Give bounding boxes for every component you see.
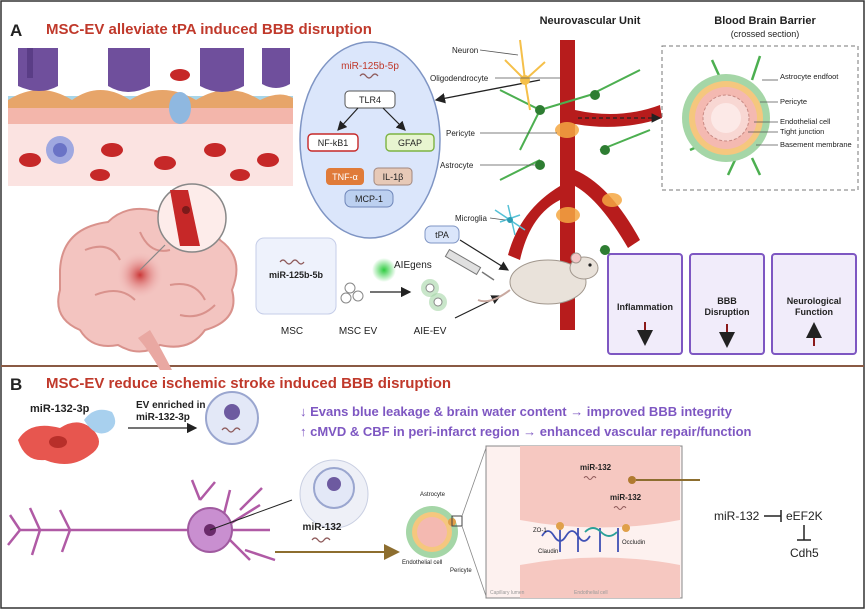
outcome-inflammation-label: Inflammation: [617, 302, 673, 312]
zoom-line-bottom: [461, 525, 487, 597]
neuron-ev-icon: [299, 459, 369, 529]
pathway-mirna: miR-125b-5p: [341, 61, 399, 72]
outcome-bbb-disruption: BBB Disruption: [689, 253, 765, 355]
msc-mirna: miR-125b-5b: [269, 270, 324, 280]
msc-ev-particles: [340, 282, 364, 304]
outcome-bbb-line1: BBB: [717, 296, 737, 306]
cross-label-astrocyte: Astrocyte: [420, 492, 446, 498]
bbb-cross-section: [682, 55, 770, 176]
bbb-label-endothelial: Endothelial cell: [780, 117, 831, 126]
neuron-mirna: miR-132: [303, 522, 342, 533]
bbb-tissue-illustration: [8, 48, 293, 186]
aiegens-label: AIEgens: [394, 260, 432, 271]
junction-cells: [520, 446, 680, 598]
nvu-label-astrocyte: Astrocyte: [440, 161, 474, 170]
finding-2: ↑ cMVD & CBF in peri-infarct region → en…: [300, 424, 752, 439]
junction-mir-b: miR-132: [610, 493, 642, 502]
panel-b-title: MSC-EV reduce ischemic stroke induced BB…: [46, 375, 451, 392]
bbb-label-basement-membrane: Basement membrane: [780, 140, 852, 149]
junction-rna-b: [613, 506, 627, 510]
cross-label-pericyte: Pericyte: [450, 568, 472, 574]
nvu-title: Neurovascular Unit: [540, 15, 641, 27]
bbb-label-astrocyte: Astrocyte endfoot: [780, 72, 839, 81]
junction-zo1: ZO-1: [533, 528, 547, 534]
panel-a-title: MSC-EV alleviate tPA induced BBB disrupt…: [46, 21, 372, 38]
aie-ev-label: AIE-EV: [414, 326, 447, 337]
outcome-neuro-line1: Neurological: [787, 296, 842, 306]
cross-label-endothelial: Endothelial cell: [402, 560, 442, 566]
capillary-cross-section: [406, 506, 463, 558]
neuron-rna-wave: [311, 537, 331, 543]
msc-label: MSC: [281, 326, 303, 337]
pathway-ellipse: miR-125b-5p TLR4 NF-kB1 GFAP TNF-α IL-1β…: [299, 41, 441, 239]
mouse-icon: [477, 252, 599, 305]
pathway-node-gfap: GFAP: [398, 138, 422, 148]
panel-b-mirna: miR-132-3p: [30, 403, 90, 415]
junction-lumen: Capillary lumen: [490, 590, 525, 596]
signal-target-1: eEF2K: [786, 509, 823, 523]
bbb-dashed-box: [661, 45, 859, 191]
bbb-label-tight-junction: Tight junction: [780, 127, 824, 136]
junction-mir-a: miR-132: [580, 463, 612, 472]
bbb-subtitle: (crossed section): [731, 29, 800, 39]
nvu-label-microglia: Microglia: [455, 214, 488, 223]
panel-a-letter: A: [10, 21, 22, 40]
nvu-illustration: [494, 39, 662, 330]
tpa-arrow: [459, 239, 510, 271]
pathway-receptor: TLR4: [359, 95, 381, 105]
ev-enriched-line1: EV enriched in: [136, 400, 205, 411]
nvu-label-pericyte: Pericyte: [446, 129, 475, 138]
bbb-label-lines: [748, 79, 778, 146]
nvu-label-lines: [479, 49, 560, 221]
msc-box: [255, 237, 337, 315]
pathway-node-tnfa: TNF-α: [332, 172, 358, 182]
aie-ev-particles: [421, 279, 447, 311]
neuron-pointer: [209, 499, 293, 531]
tpa-box: [424, 225, 460, 244]
bbb-title: Blood Brain Barrier: [714, 15, 816, 27]
outcome-inflammation: Inflammation: [607, 253, 683, 355]
neuron-illustration: [7, 479, 276, 562]
zoom-line-top: [461, 447, 487, 517]
junction-endo: Endothelial cell: [574, 590, 608, 596]
vessel-zoom-icon: [139, 183, 227, 271]
pathway-node-mcp1: MCP-1: [355, 194, 383, 204]
syringe-icon: [444, 248, 495, 281]
finding-1: ↓ Evans blue leakage & brain water conte…: [300, 404, 733, 419]
msc-ev-label: MSC EV: [339, 326, 378, 337]
aiegens-glow: [372, 258, 396, 282]
signal-target-2: Cdh5: [790, 546, 819, 560]
msc-cell-icon: [18, 409, 116, 464]
nvu-label-oligodendrocyte: Oligodendrocyte: [430, 74, 489, 83]
junction-rna-a: [583, 476, 597, 480]
junction-claudin: Claudin: [538, 549, 558, 555]
ev-enriched-line2: miR-132-3p: [136, 412, 190, 423]
panel-b-letter: B: [10, 375, 22, 394]
outcome-neuro-line2: Function: [795, 307, 833, 317]
outcome-bbb-line2: Disruption: [705, 307, 750, 317]
tpa-label: tPA: [435, 230, 449, 240]
junction-occludin: Occludin: [622, 540, 645, 546]
bbb-label-pericyte: Pericyte: [780, 97, 807, 106]
outcome-neuro-function: Neurological Function: [771, 253, 857, 355]
pathway-node-nfkb1: NF-kB1: [318, 138, 349, 148]
msc-rna-wave: [279, 259, 305, 265]
pathway-node-il1b: IL-1β: [383, 172, 404, 182]
nvu-label-neuron: Neuron: [452, 46, 478, 55]
ev-vesicle-icon: [205, 391, 259, 445]
signal-source: miR-132: [714, 509, 760, 523]
